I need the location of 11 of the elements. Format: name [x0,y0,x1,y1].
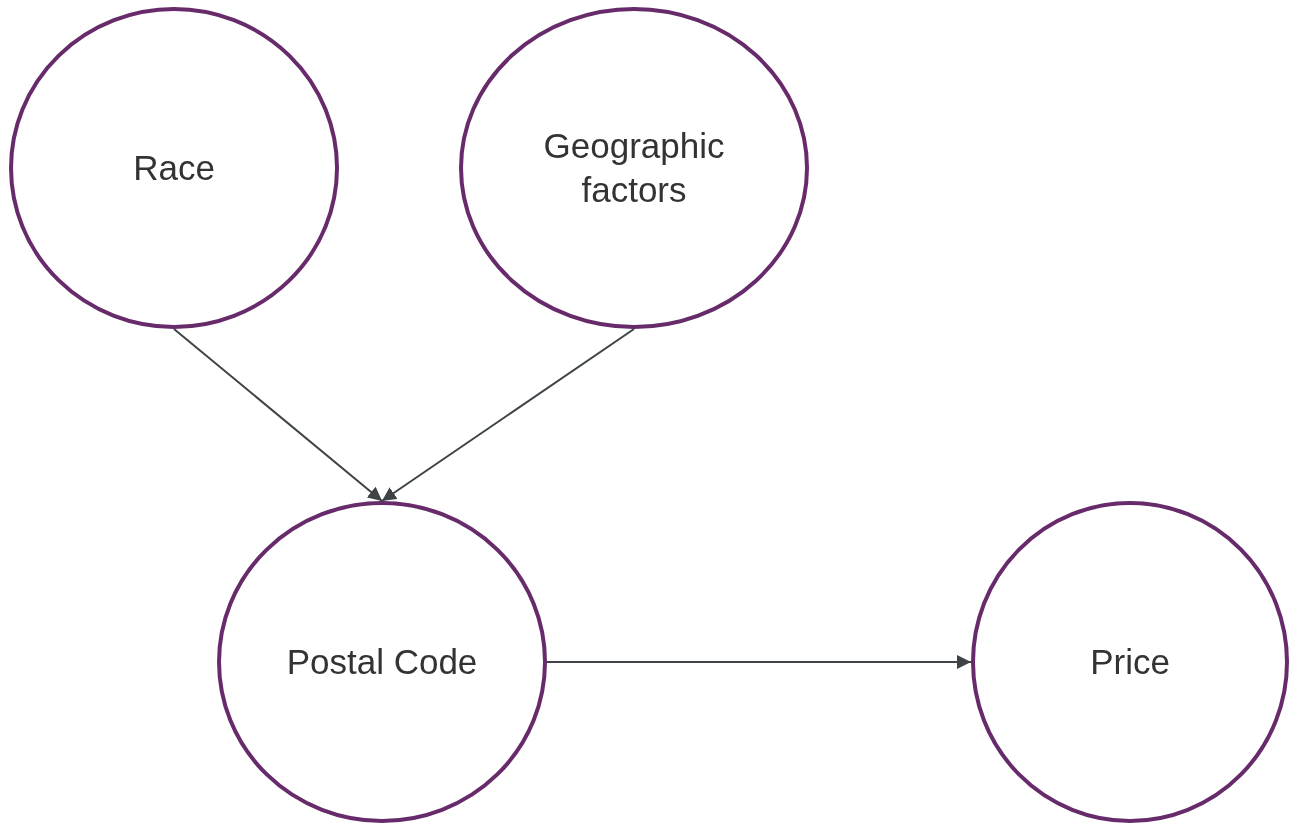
arrow [173,328,383,502]
node-label: Price [1089,640,1171,683]
ellipse-node [217,501,547,823]
arrow [381,328,635,502]
node-label: Postal Code [285,640,479,683]
arrow [546,655,972,669]
ellipse-node [459,7,809,329]
ellipse-node [971,501,1289,823]
node-label: Geographic factors [542,124,726,211]
node-label: Race [132,146,216,189]
ellipse-node [9,7,339,329]
